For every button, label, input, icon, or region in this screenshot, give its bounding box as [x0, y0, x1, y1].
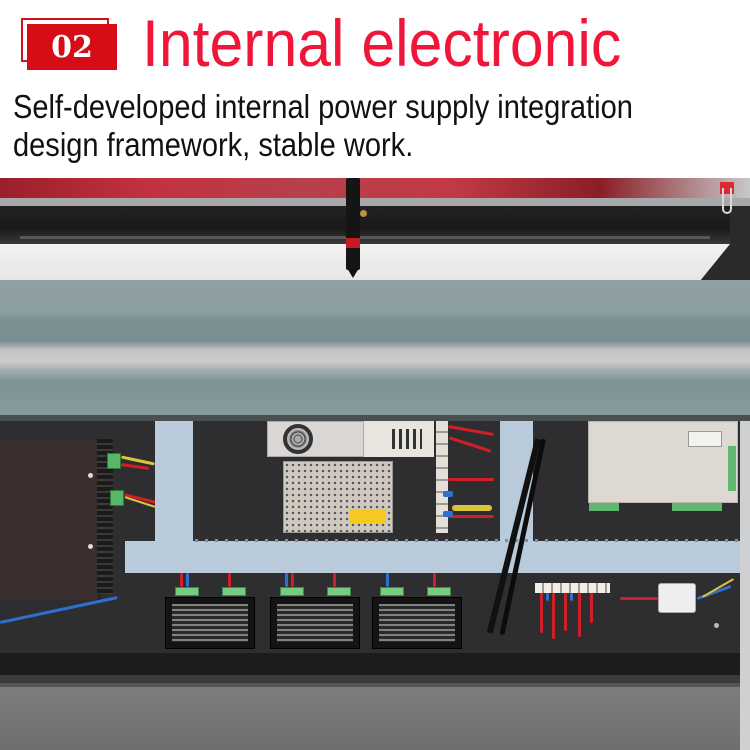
wire-red: [433, 573, 436, 587]
controller-side-terminal: [728, 446, 736, 491]
wire-ferrule-blue: [546, 593, 549, 601]
wire-red: [448, 436, 492, 453]
stepper-driver-2: [270, 597, 360, 649]
wire-blue: [696, 584, 732, 601]
stepper-driver-3: [372, 597, 462, 649]
controller-display: [688, 431, 722, 447]
cabinet-cover-panel: [0, 280, 750, 415]
emi-filter: [658, 583, 696, 613]
stepper-connector: [380, 587, 404, 596]
wire-red: [540, 593, 543, 633]
trunking-slots: [195, 539, 740, 542]
section-description: Self-developed internal power supply int…: [13, 88, 664, 164]
wire-ferrule-blue: [443, 491, 453, 497]
wire-ferrule-blue: [443, 511, 453, 517]
wire-red: [552, 593, 555, 639]
stepper-connector: [280, 587, 304, 596]
wire-red: [291, 573, 294, 587]
gantry-rail-top: [0, 178, 750, 198]
section-title: Internal electronic: [142, 6, 622, 80]
wire-red: [620, 597, 658, 600]
wire-red: [333, 573, 336, 587]
wire-red: [228, 573, 231, 587]
psu-terminal-block: [436, 421, 448, 533]
wire-red: [590, 593, 593, 623]
wire-blue: [285, 573, 288, 587]
ground-screw: [714, 623, 719, 628]
wire-red: [448, 515, 494, 518]
section-number-badge: 02: [19, 16, 119, 71]
badge-number: 02: [27, 24, 117, 70]
green-terminal: [110, 490, 124, 506]
cover-panel-edge: [0, 415, 750, 421]
stepper-connector: [327, 587, 351, 596]
wire-red: [578, 593, 581, 637]
stepper-driver-label: [172, 604, 248, 642]
cabinet-right-edge: [740, 421, 750, 750]
laser-power-supply: [0, 439, 100, 599]
description-line-1: Self-developed internal power supply int…: [13, 88, 633, 125]
work-bed-edge: [0, 244, 730, 280]
switching-power-supply-top: [267, 421, 364, 457]
description-line-2: design framework, stable work.: [13, 126, 414, 163]
laser-head-red-ring: [346, 238, 360, 248]
laser-head: [346, 178, 360, 270]
beam-highlight: [20, 236, 710, 239]
cabinet-base-panel: [0, 683, 740, 750]
laser-air-fitting: [360, 210, 367, 217]
wire-blue: [186, 573, 189, 587]
stepper-connector: [222, 587, 246, 596]
psu-side: [364, 421, 434, 457]
electrical-cabinet: [0, 421, 740, 653]
gantry-rail-silver: [0, 198, 750, 206]
green-terminal: [107, 453, 121, 469]
wire-red: [448, 478, 494, 481]
wire-blue: [0, 596, 118, 624]
base-panel-edge: [0, 683, 740, 687]
wire-ferrule-blue: [570, 593, 573, 601]
cabinet-bottom-trim: [0, 653, 740, 675]
mounting-screw: [88, 473, 93, 478]
cabinet-ledge: [0, 675, 740, 683]
wire-red: [564, 593, 567, 631]
terminal-block: [535, 583, 610, 593]
stepper-driver-label: [277, 604, 353, 642]
controller-terminal: [672, 503, 722, 511]
wire-yellow-loop: [452, 505, 492, 511]
laser-nozzle: [347, 268, 359, 278]
stepper-connector: [427, 587, 451, 596]
psu-yellow-label: [350, 509, 386, 523]
gantry-hook: [722, 188, 732, 214]
wire-red: [180, 573, 183, 587]
psu-fan: [283, 424, 313, 454]
laser-power-supply-fins: [97, 439, 113, 594]
mounting-screw: [88, 544, 93, 549]
stepper-driver-1: [165, 597, 255, 649]
wire-red: [120, 463, 150, 470]
switching-power-supply: [283, 461, 393, 533]
cable-trunking-horizontal: [125, 541, 740, 573]
product-photo: [0, 178, 750, 750]
stepper-connector: [175, 587, 199, 596]
wire-red: [448, 425, 494, 436]
controller-terminal: [589, 503, 619, 511]
page-header: 02 Internal electronic Self-developed in…: [0, 0, 750, 178]
stepper-driver-label: [379, 604, 455, 642]
wire-blue: [386, 573, 389, 587]
cable-trunking-vertical: [155, 421, 193, 541]
